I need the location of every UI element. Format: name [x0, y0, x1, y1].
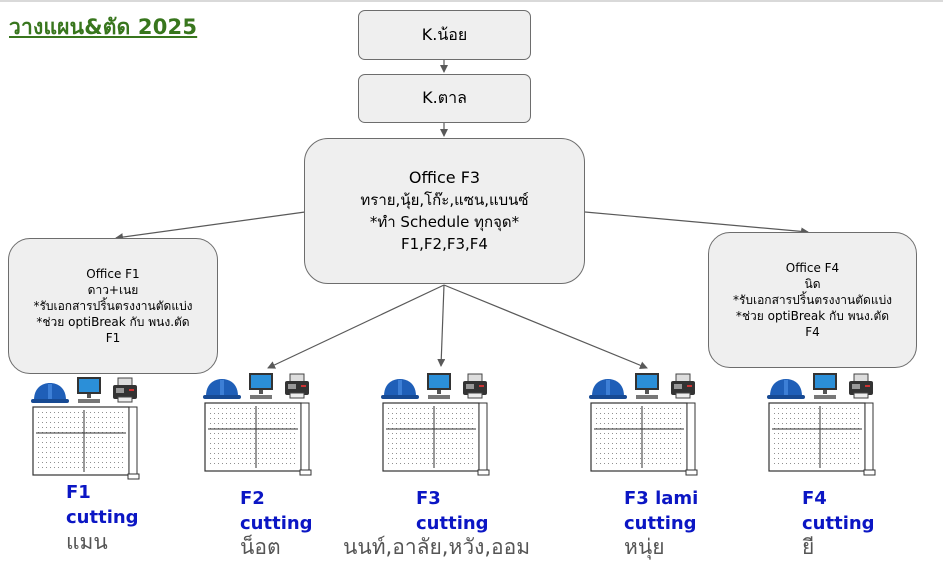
station-label-4: F3 lami cutting [624, 486, 698, 536]
office-f1-title: Office F1 [86, 267, 140, 281]
cutting-station-5 [766, 372, 884, 477]
station-name: F2 [240, 488, 265, 509]
office-f3-box: Office F3 ทราย,นุ้ย,โก๊ะ,แซน,แบนซ์ *ทำ S… [304, 138, 585, 284]
cutting-table-icon [32, 406, 146, 480]
office-f4-duty-1: *รับเอกสารปริ้นตรงงานตัดแบ่ง [732, 293, 893, 307]
station-process: cutting [802, 513, 875, 534]
station-process: cutting [66, 507, 139, 528]
computer-icon [813, 373, 837, 399]
helmet-icon [31, 383, 69, 403]
arrow-office-f3-f3 [437, 284, 446, 367]
office-f1-duty-1: *รับเอกสารปริ้นตรงงานตัดแบ่ง [33, 299, 193, 313]
office-f1-box: Office F1 ดาว+เนย *รับเอกสารปริ้นตรงงานต… [8, 238, 218, 374]
printer-icon [463, 373, 487, 399]
cutting-table-icon [204, 402, 318, 476]
office-f3-title: Office F3 [408, 168, 481, 187]
arrow-office-f3-office-f1 [115, 211, 306, 242]
office-f4-box: Office F4 นิด *รับเอกสารปริ้นตรงงานตัดแบ… [708, 232, 917, 368]
computer-icon [249, 373, 273, 399]
helmet-icon [767, 379, 805, 399]
arrow-office-f3-office-f4 [584, 211, 809, 236]
station-staff-4: หนุ่ย [624, 535, 665, 559]
cutting-station-2 [202, 372, 320, 477]
cutting-station-1 [30, 376, 148, 481]
helmet-icon [203, 379, 241, 399]
office-f3-staff: ทราย,นุ้ย,โก๊ะ,แซน,แบนซ์ [360, 191, 529, 209]
k-noi-box: K.น้อย [358, 10, 531, 60]
k-tal-box: K.ตาล [358, 74, 531, 123]
computer-icon [77, 377, 101, 403]
station-label-1: F1 cutting [66, 480, 139, 530]
cutting-table-icon [768, 402, 882, 476]
station-name: F4 [802, 488, 827, 509]
station-process: cutting [240, 513, 313, 534]
k-noi-label: K.น้อย [421, 24, 468, 44]
station-staff-2: น็อต [240, 535, 281, 559]
helmet-icon [589, 379, 627, 399]
station-process: cutting [416, 513, 489, 534]
printer-icon [671, 373, 695, 399]
station-staff-1: แมน [66, 530, 108, 554]
station-name: F3 [416, 488, 441, 509]
station-process: cutting [624, 513, 697, 534]
office-f3-duty: *ทำ Schedule ทุกจุด* [369, 213, 520, 231]
office-f1-scope: F1 [105, 331, 121, 345]
station-staff-3: นนท์,อาลัย,หวัง,ออม [343, 535, 531, 559]
station-label-3: F3 cutting [416, 486, 489, 536]
office-f4-title: Office F4 [785, 261, 840, 275]
cutting-station-4 [588, 372, 706, 477]
cutting-table-icon [590, 402, 704, 476]
office-f1-staff: ดาว+เนย [87, 283, 139, 297]
top-border [0, 0, 943, 2]
cutting-station-3 [380, 372, 498, 477]
k-tal-label: K.ตาล [422, 88, 467, 107]
office-f4-scope: F4 [805, 325, 820, 339]
arrow-office-f3-f3lami [443, 284, 648, 370]
station-label-5: F4 cutting [802, 486, 875, 536]
office-f4-staff: นิด [804, 277, 821, 291]
computer-icon [635, 373, 659, 399]
office-f1-duty-2: *ช่วย optiBreak กับ พนง.ตัด [36, 315, 190, 329]
station-staff-5: ยี [802, 535, 815, 559]
station-label-2: F2 cutting [240, 486, 313, 536]
computer-icon [427, 373, 451, 399]
station-name: F1 [66, 482, 91, 503]
cutting-table-icon [382, 402, 496, 476]
office-f3-scope: F1,F2,F3,F4 [400, 235, 488, 253]
station-name: F3 lami [624, 488, 699, 509]
printer-icon [285, 373, 309, 399]
arrow-office-f3-f2 [267, 284, 445, 369]
printer-icon [849, 373, 873, 399]
printer-icon [113, 377, 137, 403]
page-title: วางแผน&ตัด 2025 [9, 15, 198, 39]
helmet-icon [381, 379, 419, 399]
office-f4-duty-2: *ช่วย optiBreak กับ พนง.ตัด [735, 309, 890, 323]
